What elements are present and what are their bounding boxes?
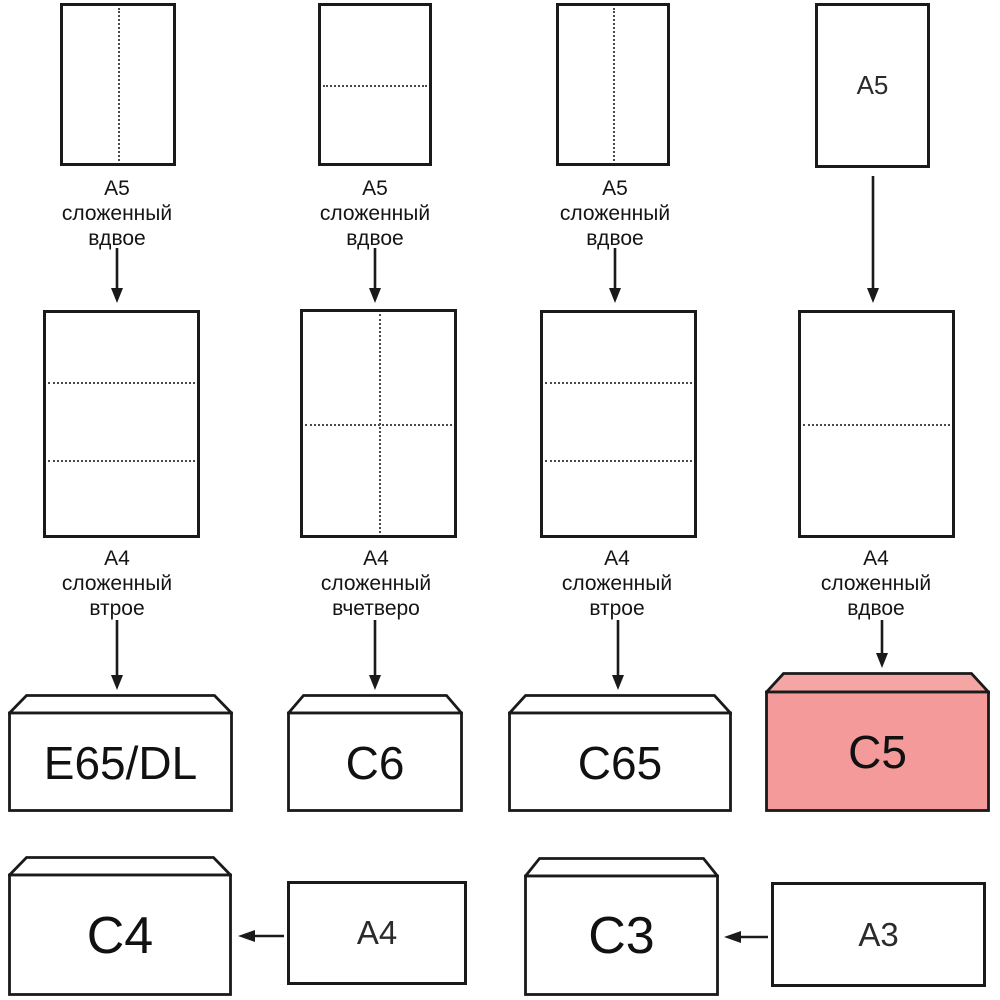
- caption-line: вдвое: [847, 597, 905, 620]
- envelope-c5: C5: [765, 672, 990, 812]
- envelope-flap: [8, 856, 232, 996]
- a4-sheet-fold-thirds: [43, 310, 200, 538]
- caption-line: сложенный: [61, 572, 173, 595]
- arrow-down-icon: [109, 620, 125, 690]
- caption-line: сложенный: [320, 572, 432, 595]
- caption-line: сложенный: [61, 202, 173, 225]
- envelope-label: E65/DL: [43, 736, 198, 789]
- envelope-flap: [524, 857, 719, 996]
- a4-sheet-fold-quarters: [300, 309, 457, 538]
- caption-line: A4: [604, 547, 630, 570]
- caption-a5-folded: A5 сложенный вдвое: [525, 176, 705, 251]
- caption-a4-folded: A4 сложенный вдвое: [786, 546, 966, 621]
- caption-line: A4: [104, 547, 130, 570]
- a5-sheet-plain: A5: [815, 3, 930, 168]
- arrow-left-icon: [722, 929, 770, 945]
- caption-line: сложенный: [319, 202, 431, 225]
- fold-line: [48, 459, 195, 462]
- sheet-label: A4: [356, 914, 398, 951]
- fold-line: [545, 459, 692, 462]
- caption-line: сложенный: [559, 202, 671, 225]
- envelope-flap: [287, 694, 463, 812]
- caption-line: втрое: [89, 597, 145, 620]
- caption-a5-folded: A5 сложенный вдвое: [27, 176, 207, 251]
- caption-line: A4: [863, 547, 889, 570]
- caption-line: A5: [362, 177, 388, 200]
- arrow-down-icon: [367, 248, 383, 303]
- caption-line: A4: [363, 547, 389, 570]
- envelope-label: C65: [577, 736, 663, 789]
- a5-sheet-fold-vertical: [556, 3, 670, 166]
- fold-line: [323, 84, 427, 87]
- envelope-c6: C6: [287, 694, 463, 812]
- fold-line: [545, 381, 692, 384]
- fold-line: [378, 314, 381, 533]
- envelope-label: C5: [848, 726, 907, 778]
- caption-line: втрое: [589, 597, 645, 620]
- caption-line: вдвое: [346, 227, 404, 250]
- fold-line: [613, 8, 615, 161]
- caption-line: сложенный: [820, 572, 932, 595]
- caption-line: вчетверо: [332, 597, 420, 620]
- a4-sheet-fold-thirds: [540, 310, 697, 538]
- arrow-down-icon: [610, 620, 626, 690]
- a4-sheet-fold-half: [798, 310, 955, 538]
- arrow-left-icon: [236, 928, 286, 944]
- caption-line: A5: [104, 177, 130, 200]
- caption-a5-folded: A5 сложенный вдвое: [285, 176, 465, 251]
- a5-sheet-fold-vertical: [60, 3, 176, 166]
- fold-line: [803, 424, 950, 426]
- arrow-down-icon: [109, 248, 125, 303]
- envelope-flap: [765, 672, 990, 812]
- sheet-label: A3: [858, 915, 899, 953]
- sheet-label: A5: [856, 70, 889, 100]
- fold-line: [48, 381, 195, 384]
- a5-sheet-fold-horizontal: [318, 3, 432, 166]
- envelope-label: C6: [345, 736, 405, 789]
- arrow-down-icon: [865, 176, 881, 303]
- caption-a4-folded: A4 сложенный вчетверо: [286, 546, 466, 621]
- caption-a4-folded: A4 сложенный втрое: [27, 546, 207, 621]
- envelope-c65: C65: [508, 694, 732, 812]
- a4-sheet-landscape: A4: [287, 881, 467, 985]
- caption-line: вдвое: [586, 227, 644, 250]
- fold-line: [118, 8, 120, 161]
- envelope-label: C4: [86, 906, 154, 965]
- arrow-down-icon: [367, 620, 383, 690]
- a3-sheet-landscape: A3: [771, 882, 986, 987]
- caption-line: A5: [602, 177, 628, 200]
- arrow-down-icon: [607, 248, 623, 303]
- caption-a4-folded: A4 сложенный втрое: [527, 546, 707, 621]
- envelope-c4: C4: [8, 856, 232, 996]
- envelope-label: C3: [588, 907, 655, 965]
- envelope-flap: [8, 694, 233, 812]
- arrow-down-icon: [874, 620, 890, 668]
- envelope-e65-dl: E65/DL: [8, 694, 233, 812]
- envelope-c3: C3: [524, 857, 719, 996]
- caption-line: сложенный: [561, 572, 673, 595]
- envelope-flap: [508, 694, 732, 812]
- caption-line: вдвое: [88, 227, 146, 250]
